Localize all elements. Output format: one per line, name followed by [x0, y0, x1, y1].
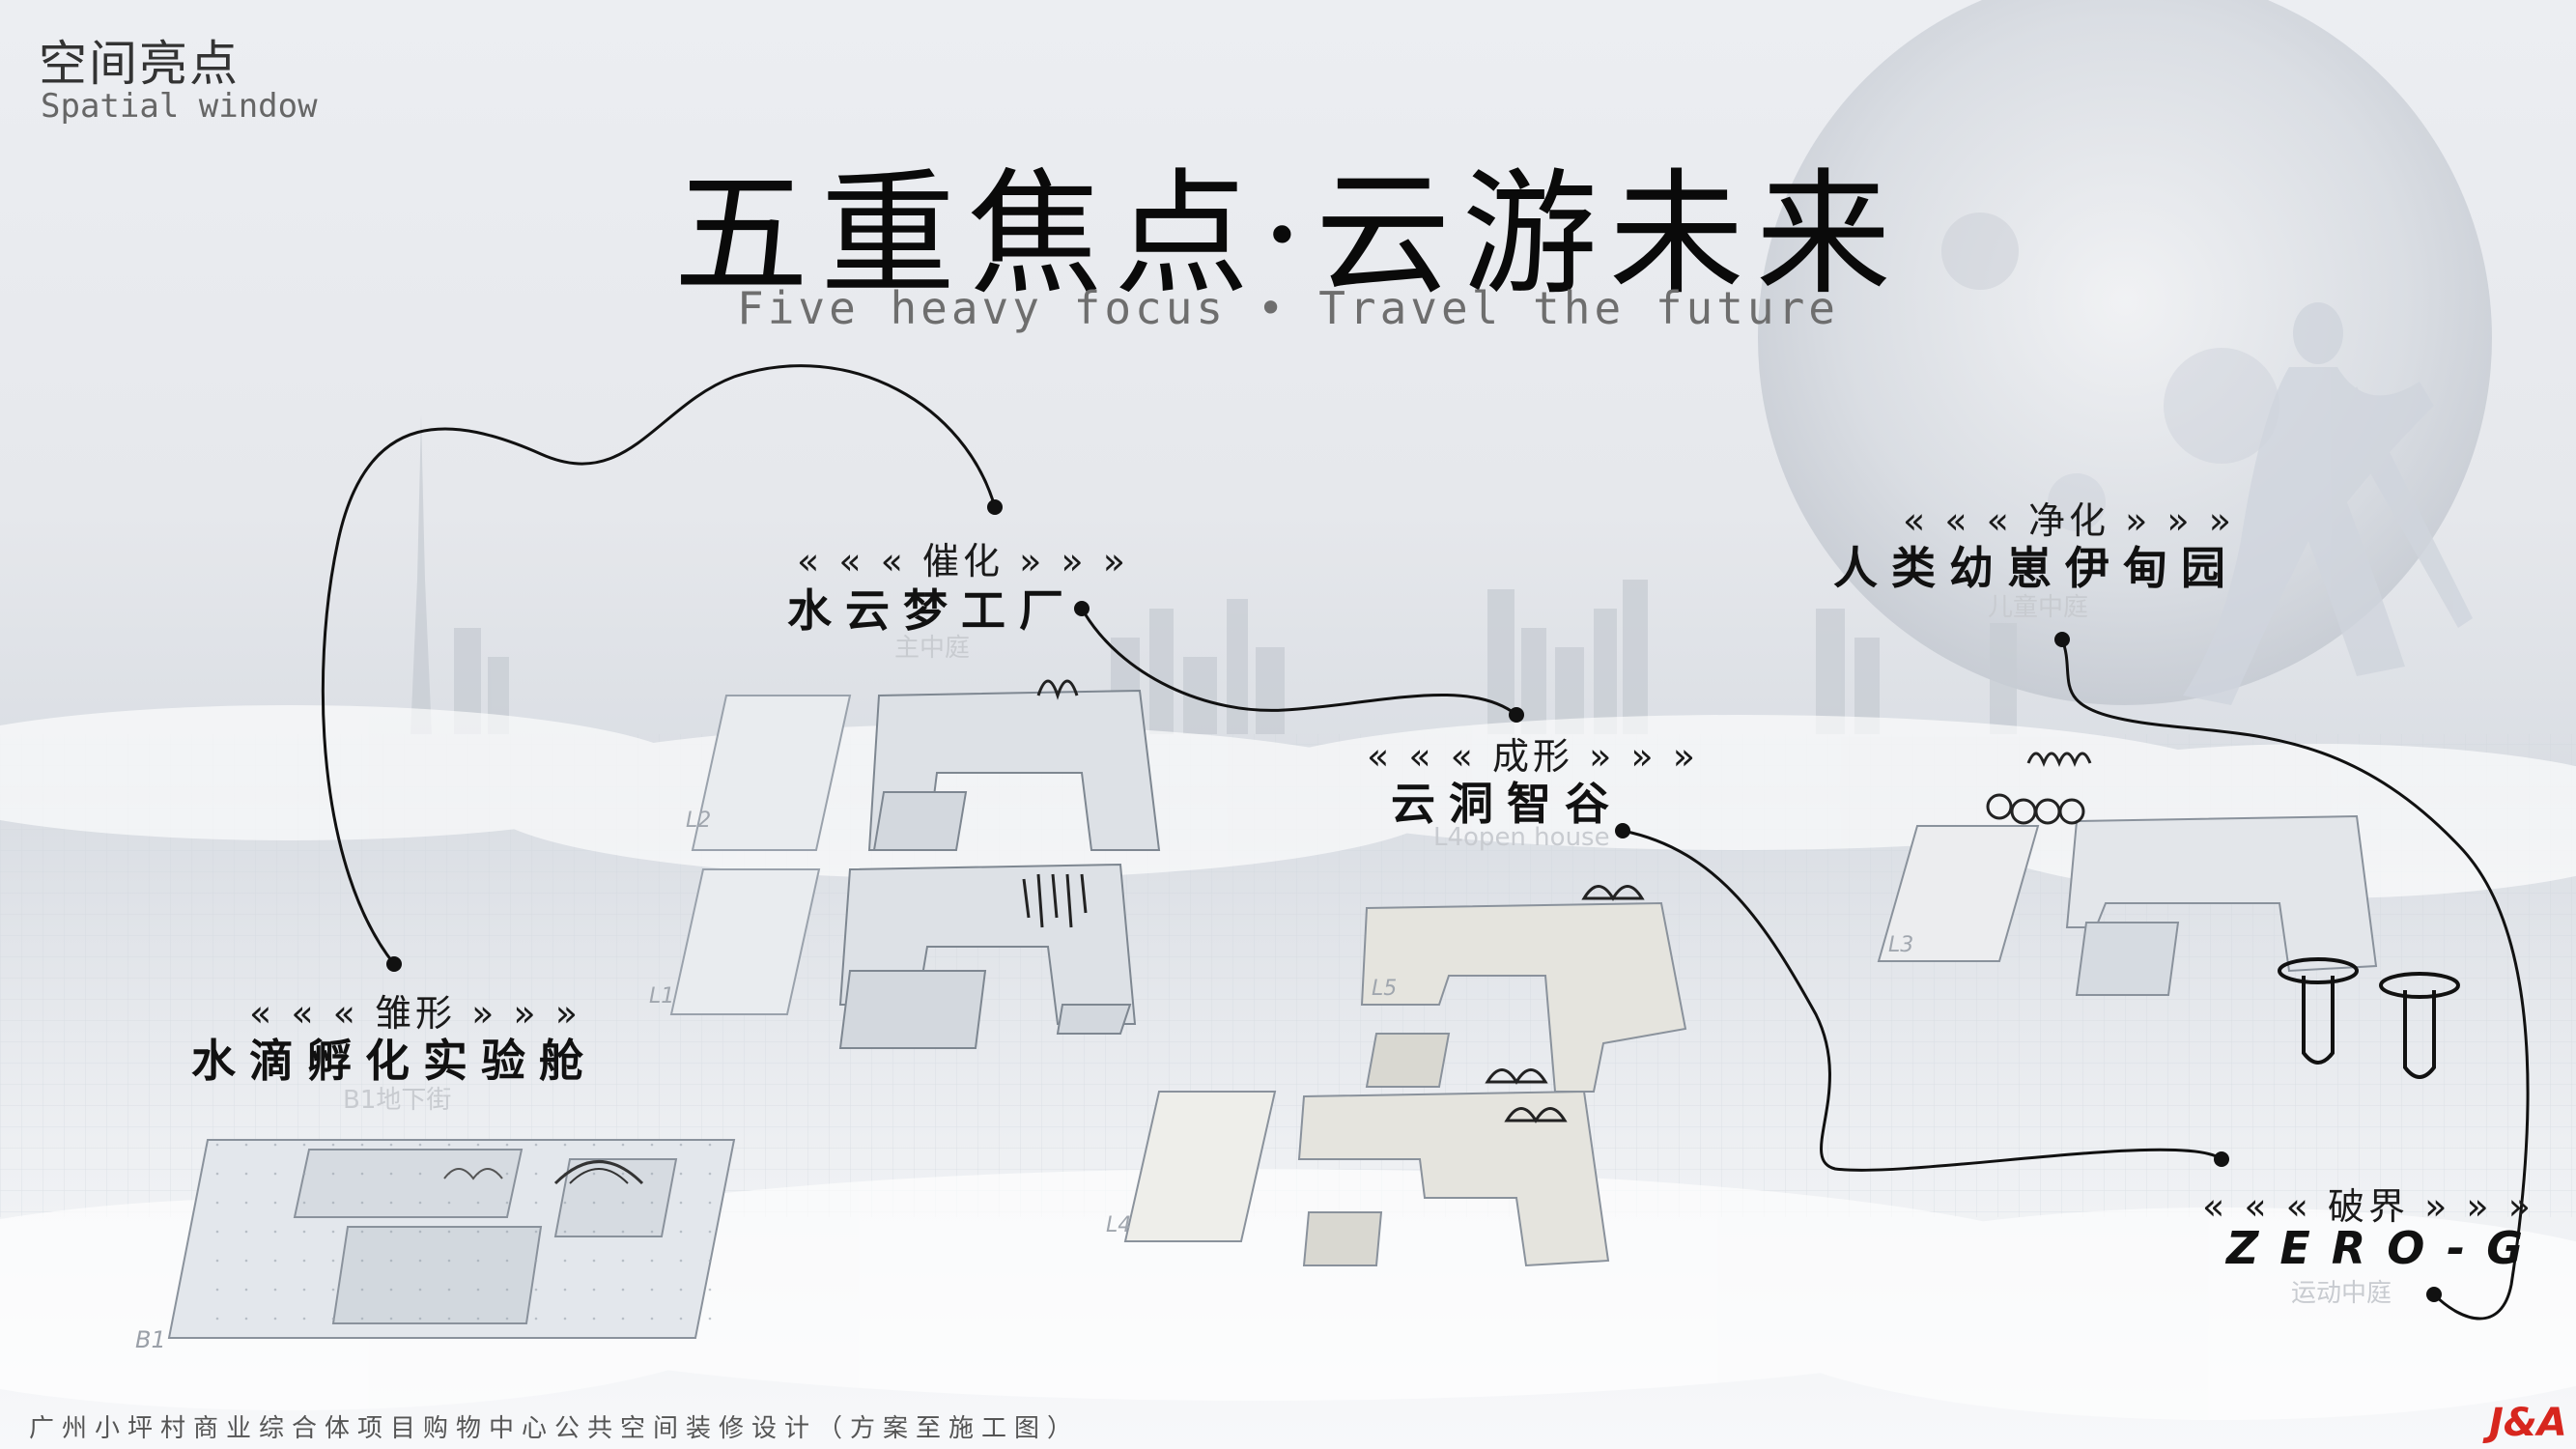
- highlight-tag-4: « « « 净化 » » »: [1903, 499, 2235, 542]
- floor-plan-b1: [167, 1139, 736, 1339]
- floor-label-l1: L1: [649, 984, 674, 1009]
- path-node: [1509, 707, 1524, 723]
- highlight-zone-5: 运动中庭: [2291, 1279, 2392, 1308]
- floor-plan-l4-l5: [1123, 885, 1687, 1267]
- highlight-name-1: 水滴孵化实验舱: [191, 1035, 597, 1087]
- floor-label-l5: L5: [1372, 977, 1397, 1001]
- highlight-name-3: 云洞智谷: [1391, 778, 1623, 830]
- floor-label-l3: L3: [1888, 933, 1913, 957]
- path-node: [987, 499, 1003, 515]
- dancer-figure: [2183, 302, 2473, 705]
- path-node: [1074, 601, 1090, 616]
- path-node: [386, 956, 402, 972]
- highlight-zone-2: 主中庭: [894, 634, 971, 663]
- highlight-zone-3: L4open house: [1433, 823, 1610, 852]
- highlight-zone-1: B1地下街: [343, 1086, 452, 1115]
- highlight-name-4: 人类幼崽伊甸园: [1833, 542, 2239, 594]
- highlight-tag-1: « « « 雏形 » » »: [249, 992, 581, 1035]
- path-node: [2214, 1151, 2229, 1167]
- footer-project: 广州小坪村商业综合体项目购物中心公共空间装修设计（方案至施工图）: [29, 1414, 1081, 1443]
- highlight-zone-4: 儿童中庭: [1988, 593, 2089, 622]
- floor-label-b1: B1: [135, 1326, 166, 1353]
- section-subtitle: Spatial window: [41, 87, 318, 126]
- path-node: [2426, 1287, 2442, 1302]
- floor-plan-l1-l2-slabs: [669, 695, 852, 1015]
- path-node: [1615, 823, 1630, 838]
- floor-label-l4: L4: [1106, 1213, 1131, 1237]
- city-skyline: [410, 415, 2017, 734]
- section-title: 空间亮点: [39, 36, 240, 92]
- path-node: [2054, 632, 2070, 647]
- highlight-name-2: 水云梦工厂: [787, 584, 1077, 637]
- floor-label-l2: L2: [686, 809, 711, 833]
- tour-path: [321, 364, 2530, 1321]
- main-subtitle: Five heavy focus • Travel the future: [737, 282, 1839, 334]
- company-logo: J&A: [2489, 1401, 2567, 1445]
- highlight-tag-5: « « « 破界 » » »: [2202, 1185, 2534, 1228]
- highlight-tag-2: « « « 催化 » » »: [797, 540, 1129, 582]
- highlight-name-5: ZERO-G: [2226, 1222, 2545, 1274]
- highlight-tag-3: « « « 成形 » » »: [1367, 735, 1699, 778]
- floor-plan-l3: [1877, 752, 2460, 1079]
- main-title: 五重焦点·云游未来: [673, 156, 1903, 314]
- floor-plan-main-atrium: [838, 679, 1161, 1049]
